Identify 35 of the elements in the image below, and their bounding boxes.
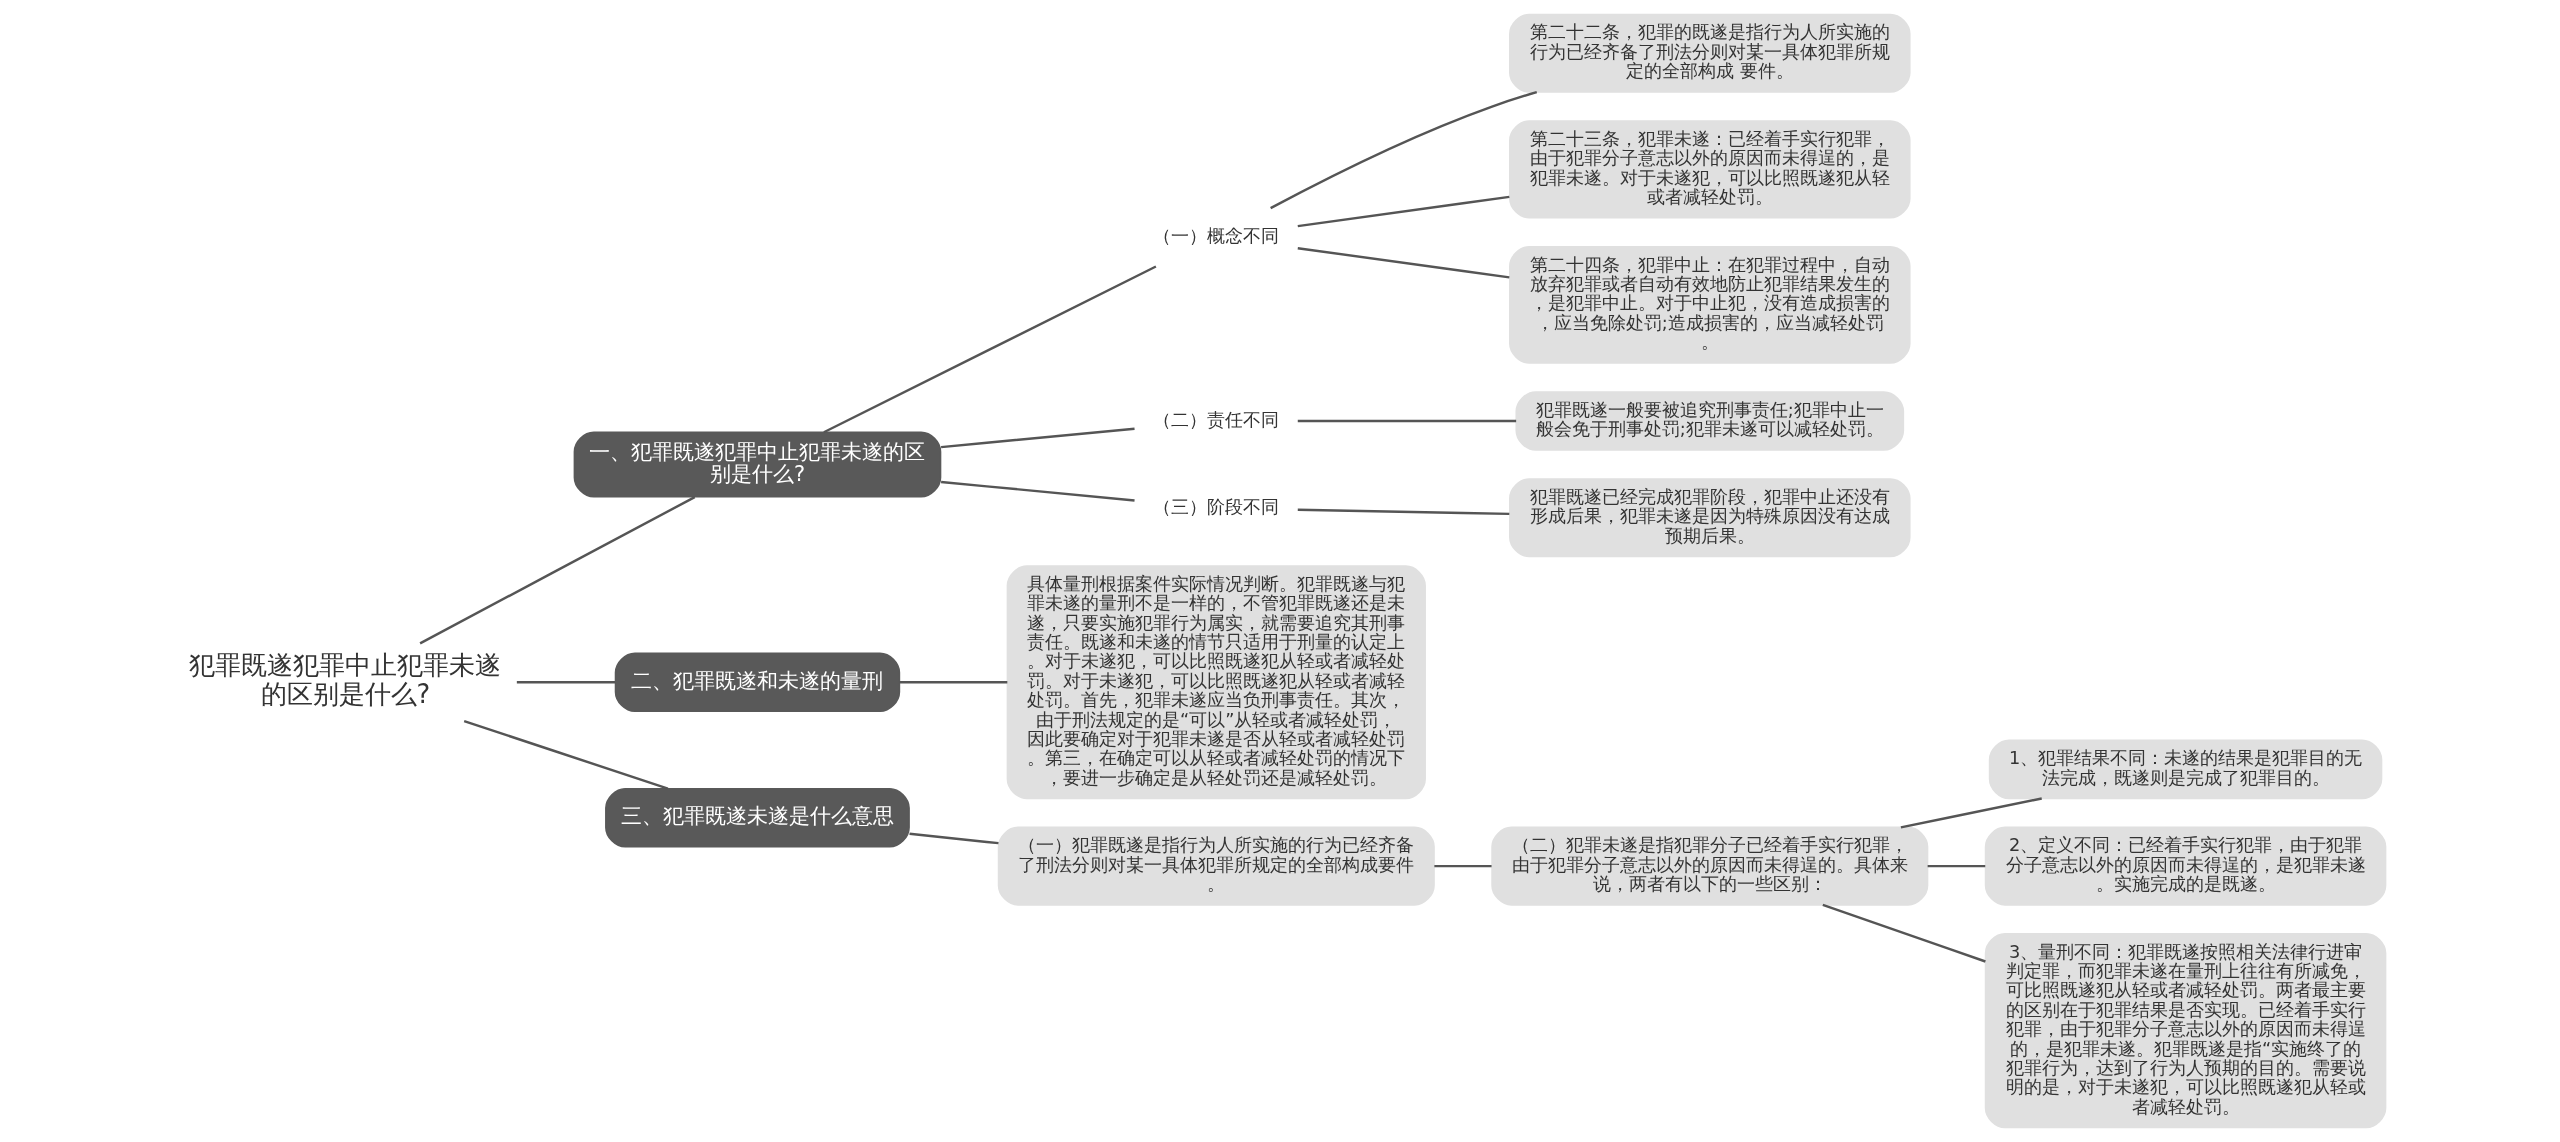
connector	[516, 681, 616, 684]
node-box: 二、犯罪既遂和未遂的量刑	[614, 652, 901, 713]
connector	[1297, 419, 1517, 423]
connector	[941, 480, 1135, 502]
connector	[1297, 195, 1510, 228]
node-box: 3、量刑不同：犯罪既遂按照相关法律行进审判定罪，而犯罪未遂在量刑上往往有所减免，可比照既遂犯从轻或者减轻处罚。两者最主要的区别在于犯罪结果是否实现。已经着手实行犯罪，由于犯罪分子意志以外的原因而未得逞的，是犯罪未遂。犯罪既遂是指“实施终了的犯罪行为，达到了行为人预期的目的。需要说明的是，对于未遂犯，可以比照既遂犯从轻或者减轻处罚。	[1984, 933, 2387, 1129]
connector	[1297, 508, 1510, 516]
node-box: 犯罪既遂已经完成犯罪阶段，犯罪中止还没有形成后果，犯罪未遂是因为特殊原因没有达成预期后果。	[1509, 478, 1911, 558]
connector	[899, 681, 1008, 684]
node-box: （二）犯罪未遂是指犯罪分子已经着手实行犯罪，由于犯罪分子意志以外的原因而未得逞的。具体来说，两者有以下的一些区别：	[1491, 826, 1929, 906]
connector	[823, 265, 1157, 434]
connector	[463, 719, 669, 790]
node-text: （三）阶段不同	[1153, 496, 1280, 517]
node-box: 1、犯罪结果不同：未遂的结果是犯罪目的无法完成，既遂则是完成了犯罪目的。	[1988, 739, 2383, 800]
connector	[419, 496, 696, 645]
node-text: （一）概念不同	[1153, 225, 1280, 246]
node-text: （二）责任不同	[1153, 409, 1280, 430]
connector	[1927, 864, 1986, 868]
node-box: 2、定义不同：已经着手实行犯罪，由于犯罪分子意志以外的原因而未得逞的，是犯罪未遂。实施完成的是既遂。	[1984, 826, 2387, 906]
connector	[1297, 247, 1510, 279]
connector	[1900, 797, 2042, 829]
node-box: 犯罪既遂一般要被追究刑事责任;犯罪中止一般会免于刑事处罚;犯罪未遂可以减轻处罚。	[1515, 391, 1905, 451]
connector	[941, 427, 1135, 449]
connector	[1434, 864, 1492, 868]
node-box: 第二十二条，犯罪的既遂是指行为人所实施的行为已经齐备了刑法分则对某一具体犯罪所规定的全部构成 要件。	[1509, 13, 1911, 93]
node-box: 第二十四条，犯罪中止：在犯罪过程中，自动放弃犯罪或者自动有效地防止犯罪结果发生的，是犯罪中止。对于中止犯，没有造成损害的，应当免除处罚;造成损害的，应当减轻处罚。	[1509, 246, 1911, 364]
node-text: 犯罪既遂犯罪中止犯罪未遂的区别是什么?	[189, 649, 502, 709]
node-box: 具体量刑根据案件实际情况判断。犯罪既遂与犯罪未遂的量刑不是一样的，不管犯罪既遂还是未遂，只要实施犯罪行为属实，就需要追究其刑事责任。既遂和未遂的情节只适用于刑量的认定上。对于未遂犯，可以比照既遂犯从轻或者减轻处罚。对于未遂犯，可以比照既遂犯从轻或者减轻处罚。首先，犯罪未遂应当负刑事责任。其次，由于刑法规定的是“可以”从轻或者减轻处罚，因此要确定对于犯罪未遂是否从轻或者减轻处罚。第三，在确定可以从轻或者减轻处罚的情况下，要进一步确定是从轻处罚还是减轻处罚。	[1006, 565, 1426, 800]
connector	[909, 832, 999, 845]
node-box: （一）犯罪既遂是指行为人所实施的行为已经齐备了刑法分则对某一具体犯罪所规定的全部构成要件。	[997, 826, 1435, 906]
node-box: 三、犯罪既遂未遂是什么意思	[605, 787, 910, 848]
node-box: 一、犯罪既遂犯罪中止犯罪未遂的区别是什么?	[573, 431, 942, 498]
connector	[1270, 90, 1538, 210]
connector	[1822, 903, 1986, 963]
node-box: 第二十三条，犯罪未遂：已经着手实行犯罪，由于犯罪分子意志以外的原因而未得逞的，是犯罪未遂。对于未遂犯，可以比照既遂犯从轻或者减轻处罚。	[1509, 120, 1911, 219]
